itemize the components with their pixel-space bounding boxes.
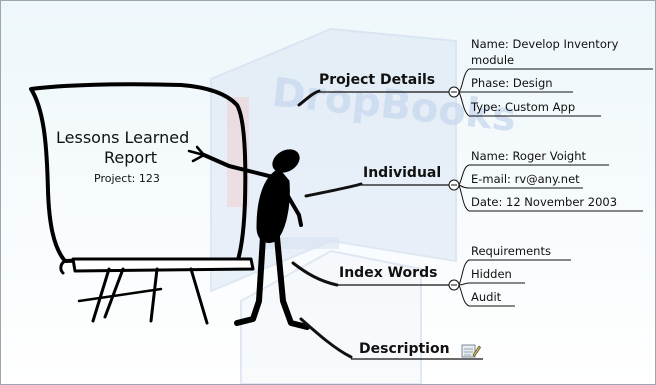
branch-index-words[interactable]: Index Words [339,265,438,281]
note-icon[interactable] [461,343,481,359]
collapse-toggles [448,86,460,291]
topic-date[interactable]: Date: 12 November 2003 [471,195,618,209]
flipchart-easel [29,82,255,325]
board-title-line2: Report [104,148,158,167]
subitem-lines [458,68,653,307]
branch-individual[interactable]: Individual [363,165,442,181]
topic-phase[interactable]: Phase: Design [471,76,553,90]
topic-email[interactable]: E-mail: rv@any.net [471,172,580,186]
topic-audit[interactable]: Audit [471,290,502,304]
presenter-figure [187,145,310,330]
connector-description [299,317,353,359]
collapse-icon[interactable] [448,279,460,291]
collapse-icon[interactable] [448,179,460,191]
topic-type[interactable]: Type: Custom App [471,100,576,114]
branch-project-details[interactable]: Project Details [319,72,436,88]
topic-requirements[interactable]: Requirements [471,244,551,258]
branch-underlines [317,91,483,360]
board-title-line1: Lessons Learned [56,128,190,147]
topic-person-name[interactable]: Name: Roger Voight [471,149,587,163]
board-project: Project: 123 [94,172,160,185]
connector-individual [304,182,363,198]
topic-name-line2[interactable]: module [471,53,515,67]
collapse-icon[interactable] [448,86,460,98]
topic-hidden[interactable]: Hidden [471,267,512,281]
connector-index-words [291,261,339,287]
topic-name-line1[interactable]: Name: Develop Inventory [471,37,619,51]
branch-description[interactable]: Description [359,341,450,357]
